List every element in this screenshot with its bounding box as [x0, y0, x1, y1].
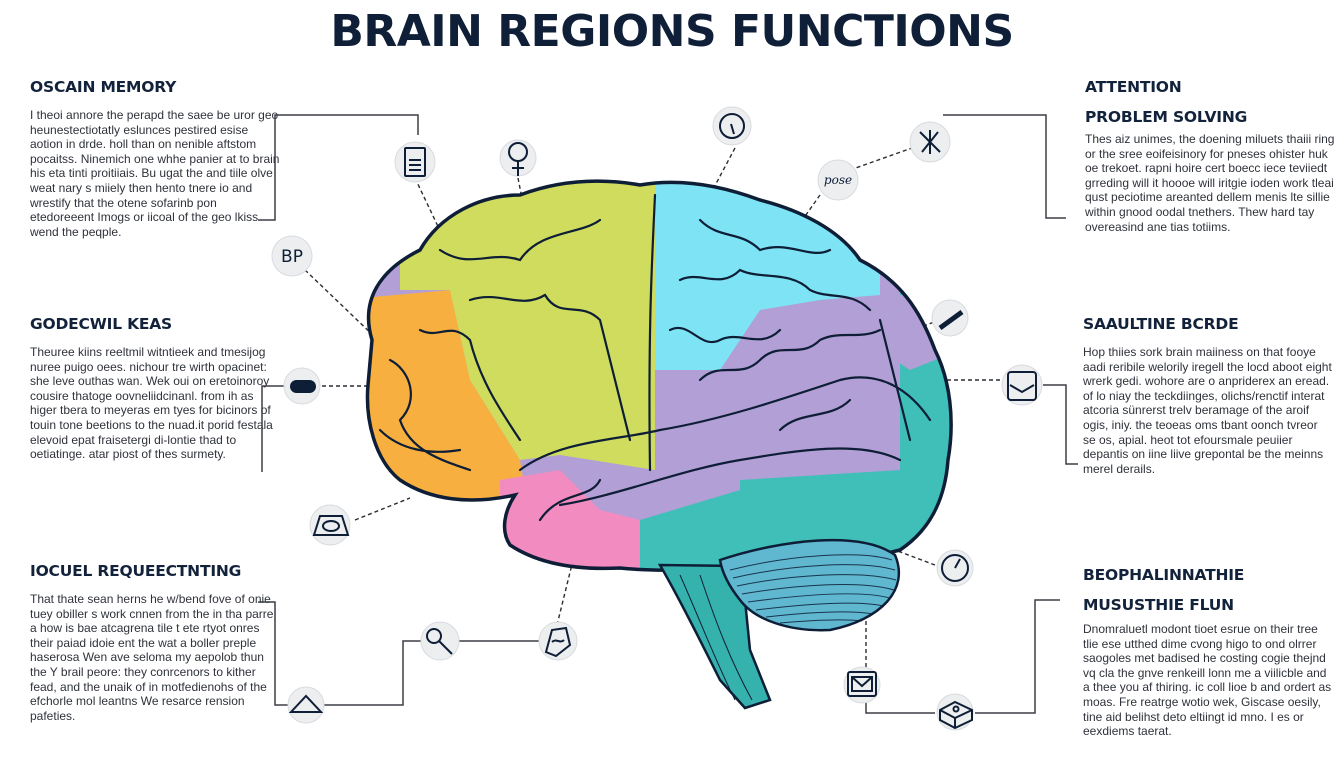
scanner-device-icon: [312, 515, 350, 536]
panel-heading: IOCUEL REQUEECTNTING: [30, 562, 242, 580]
panel-heading: OSCAIN MEMORY: [30, 78, 177, 96]
icon-glyphs: [288, 113, 1037, 730]
mailbox-tray-icon: [1007, 371, 1037, 401]
panel-heading: SAAULTINE BCRDE: [1083, 315, 1239, 333]
wrench-tool-icon: [938, 309, 964, 331]
panel-subheading: PROBLEM SOLVING: [1085, 108, 1248, 126]
panel-right-3: BEOPHALINNATHIE MUSUSTHIE FLUN Dnomralue…: [1083, 564, 1333, 739]
panel-heading: ATTENTION: [1085, 78, 1182, 96]
lightbulb-circle-icon: [719, 113, 745, 139]
panel-body: Dnomraluetl modont tioet esrue on their …: [1083, 622, 1332, 739]
magnifier-icon: [426, 628, 453, 655]
envelope-monitor-icon: [847, 671, 877, 697]
panel-right-2: SAAULTINE BCRDE Hop thiies sork brain ma…: [1083, 313, 1333, 476]
sulci: [378, 193, 932, 522]
panel-left-3: IOCUEL REQUEECTNTING That thate sean her…: [30, 560, 280, 723]
pill-capsule-icon: [290, 380, 316, 393]
panel-body: I theoi annore the perapd the saee be ur…: [30, 108, 280, 239]
document-icon: [404, 147, 426, 177]
gauge-clock-icon: [941, 554, 969, 582]
box-package-icon: [939, 700, 973, 730]
network-nodes-icon: [919, 130, 941, 154]
letters-bubble-icon: BP: [281, 247, 303, 267]
panel-subheading: MUSUSTHIE FLUN: [1083, 596, 1234, 614]
brain-outline: [365, 179, 953, 572]
panel-body: Hop thiies sork brain maiiness on that f…: [1083, 345, 1332, 476]
panel-heading: GODECWIL KEAS: [30, 315, 173, 333]
panel-left-memory: OSCAIN MEMORY I theoi annore the perapd …: [30, 76, 280, 239]
panel-body: Thes aiz unimes, the doening miluets tha…: [1085, 132, 1335, 234]
panel-body: Theuree kiins reeltmil witntieek and tme…: [30, 345, 273, 462]
female-symbol-icon: [508, 142, 528, 176]
panel-body: That thate sean herns he w/bend fove of …: [30, 592, 274, 723]
house-roof-icon: [288, 694, 324, 713]
panel-connectors: [258, 114, 1078, 714]
panel-left-2: GODECWIL KEAS Theuree kiins reeltmil wit…: [30, 313, 280, 462]
page-title: BRAIN REGIONS FUNCTIONS: [330, 6, 1014, 57]
panel-heading: BEOPHALINNATHIE: [1083, 566, 1245, 584]
hand-gesture-icon: [544, 626, 572, 658]
panel-right-attention: ATTENTION PROBLEM SOLVING Thes aiz unime…: [1085, 76, 1335, 234]
pose-tag-icon: pose: [824, 173, 852, 187]
